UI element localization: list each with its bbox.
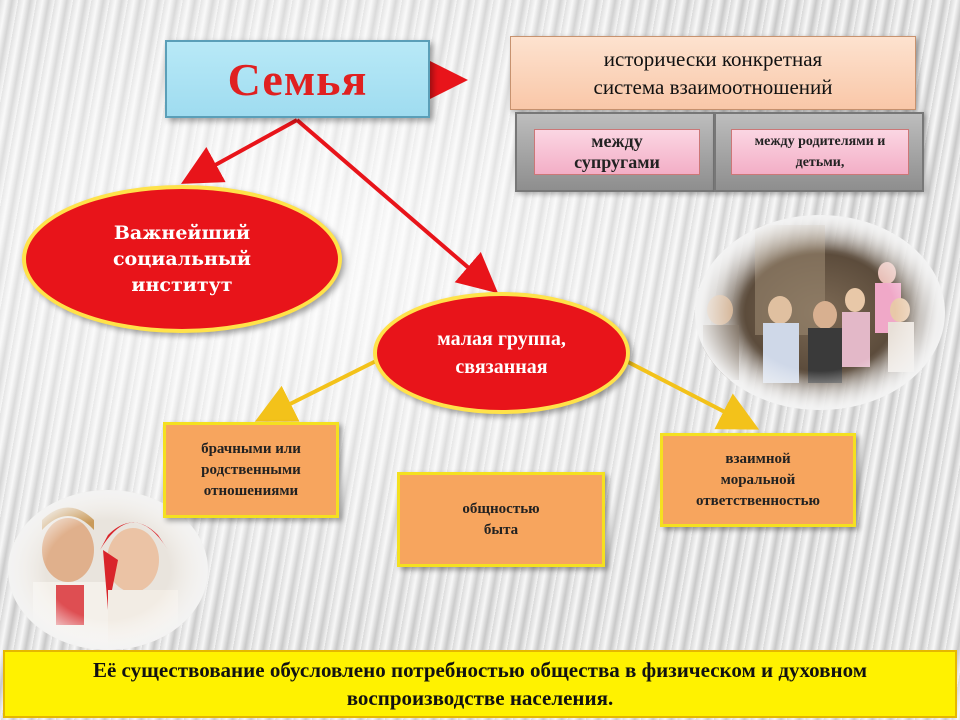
relation-panel-spouses: между супругами [515, 112, 715, 192]
bond-marital-box: брачными или родственными отношениями [163, 422, 339, 518]
relation-panel-parents: между родителями и детьми, [714, 112, 924, 192]
arrow-group-to-bond-left [254, 358, 379, 422]
footer-line-1: Её существование обусловлено потребность… [92, 658, 868, 682]
relation-parents: между родителями и детьми, [731, 129, 909, 175]
social-institute-ellipse: Важнейший социальный институт [22, 185, 342, 333]
small-group-ellipse: малая группа, связанная [373, 292, 630, 414]
definition-line-2: система взаимоотношений [593, 75, 833, 99]
definition-line-1: исторически конкретная [603, 47, 823, 71]
family-title-box: Семья [165, 40, 430, 118]
relation-parents-line-2: детьми, [795, 155, 845, 170]
bond-marital-line-2: родственными [201, 461, 301, 478]
bond-moral-line-1: взаимной [725, 450, 791, 467]
arrow-title-to-institute [180, 118, 298, 184]
small-group-line-2: связанная [455, 356, 548, 378]
footer-line-2: воспроизводстве населения. [346, 686, 614, 710]
bond-moral-line-3: ответственностью [696, 492, 820, 509]
bond-moral-box: взаимной моральной ответственностью [660, 433, 856, 527]
institute-line-2: социальный [112, 248, 252, 270]
bond-household-box: общностью быта [397, 472, 605, 567]
relation-parents-line-1: между родителями и [754, 134, 886, 149]
bond-household-line-2: быта [483, 521, 519, 538]
family-photo [695, 215, 945, 410]
bond-moral-line-2: моральной [720, 471, 796, 488]
family-title: Семья [227, 53, 368, 105]
bond-marital-line-1: брачными или [201, 440, 301, 457]
bond-marital-line-3: отношениями [203, 482, 299, 499]
relation-spouses-line-1: между [591, 131, 643, 151]
small-group-line-1: малая группа, [437, 328, 566, 350]
institute-line-1: Важнейший [113, 222, 251, 244]
definition-box: исторически конкретная система взаимоотн… [510, 36, 916, 110]
institute-line-3: институт [131, 274, 233, 296]
arrow-group-to-bond-right [627, 360, 760, 430]
bond-household-line-1: общностью [462, 500, 540, 517]
arrow-title-to-small-group [295, 118, 499, 294]
relation-spouses-line-2: супругами [574, 152, 660, 172]
relation-spouses: между супругами [534, 129, 700, 175]
footer-statement: Её существование обусловлено потребность… [3, 650, 957, 718]
